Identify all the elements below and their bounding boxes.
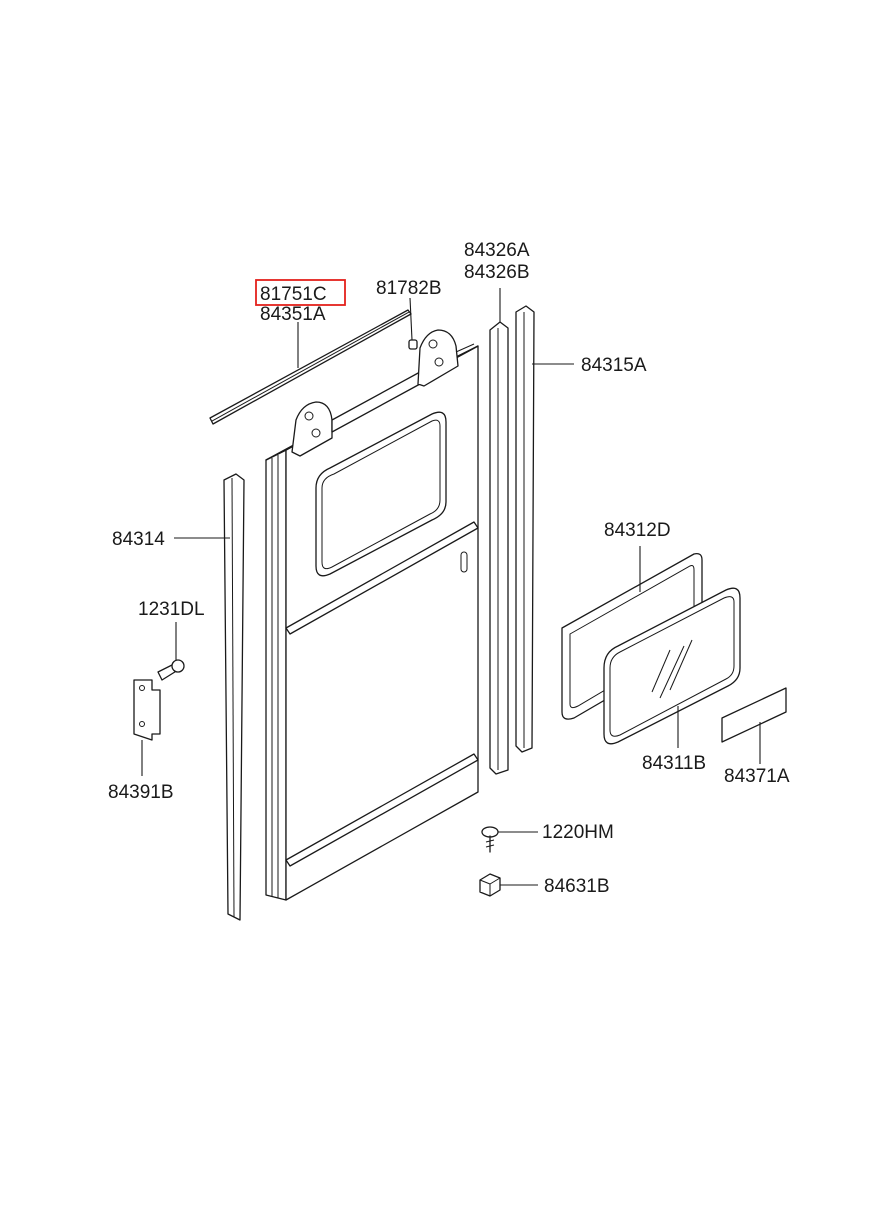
- label-84351a[interactable]: 84351A: [260, 304, 326, 325]
- left-channel-84314: [223, 473, 245, 921]
- label-84315a[interactable]: 84315A: [581, 355, 647, 376]
- nut-84631b: [479, 873, 501, 897]
- label-84391b[interactable]: 84391B: [108, 782, 174, 803]
- label-84326b[interactable]: 84326B: [464, 262, 530, 283]
- bracket-84391b: [133, 679, 161, 741]
- right-channel-84315a: [515, 305, 535, 753]
- label-84314[interactable]: 84314: [112, 529, 165, 550]
- label-84631b[interactable]: 84631B: [544, 876, 610, 897]
- center-channel-84326: [489, 321, 509, 775]
- label-81751c[interactable]: 81751C: [260, 284, 327, 305]
- clip-81782b: [408, 339, 418, 350]
- label-84311b[interactable]: 84311B: [642, 753, 706, 774]
- bolt-1231dl: [157, 659, 185, 681]
- glass-84311b: [603, 587, 741, 745]
- highlight-box: [255, 279, 346, 306]
- label-84371a[interactable]: 84371A: [724, 766, 790, 787]
- label-plate-84371a: [721, 687, 787, 743]
- label-1220hm[interactable]: 1220HM: [542, 822, 614, 843]
- door-panel: [265, 329, 479, 901]
- label-81782b[interactable]: 81782B: [376, 278, 442, 299]
- label-84312d[interactable]: 84312D: [604, 520, 671, 541]
- label-84326a[interactable]: 84326A: [464, 240, 530, 261]
- leader-lines: [141, 288, 761, 886]
- label-1231dl[interactable]: 1231DL: [138, 599, 205, 620]
- screw-1220hm: [481, 826, 499, 853]
